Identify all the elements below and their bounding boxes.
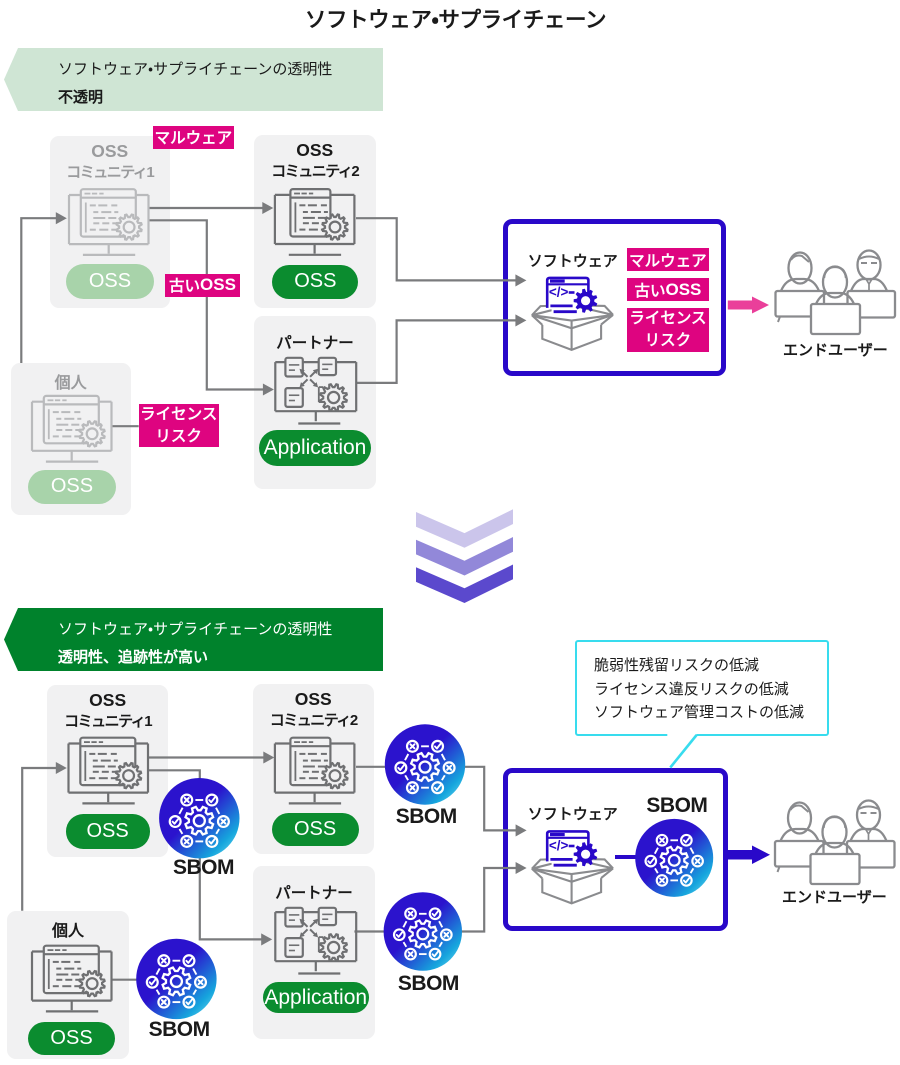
svg-text:</>: </> [549, 284, 569, 299]
svg-text:</>: </> [549, 838, 569, 853]
